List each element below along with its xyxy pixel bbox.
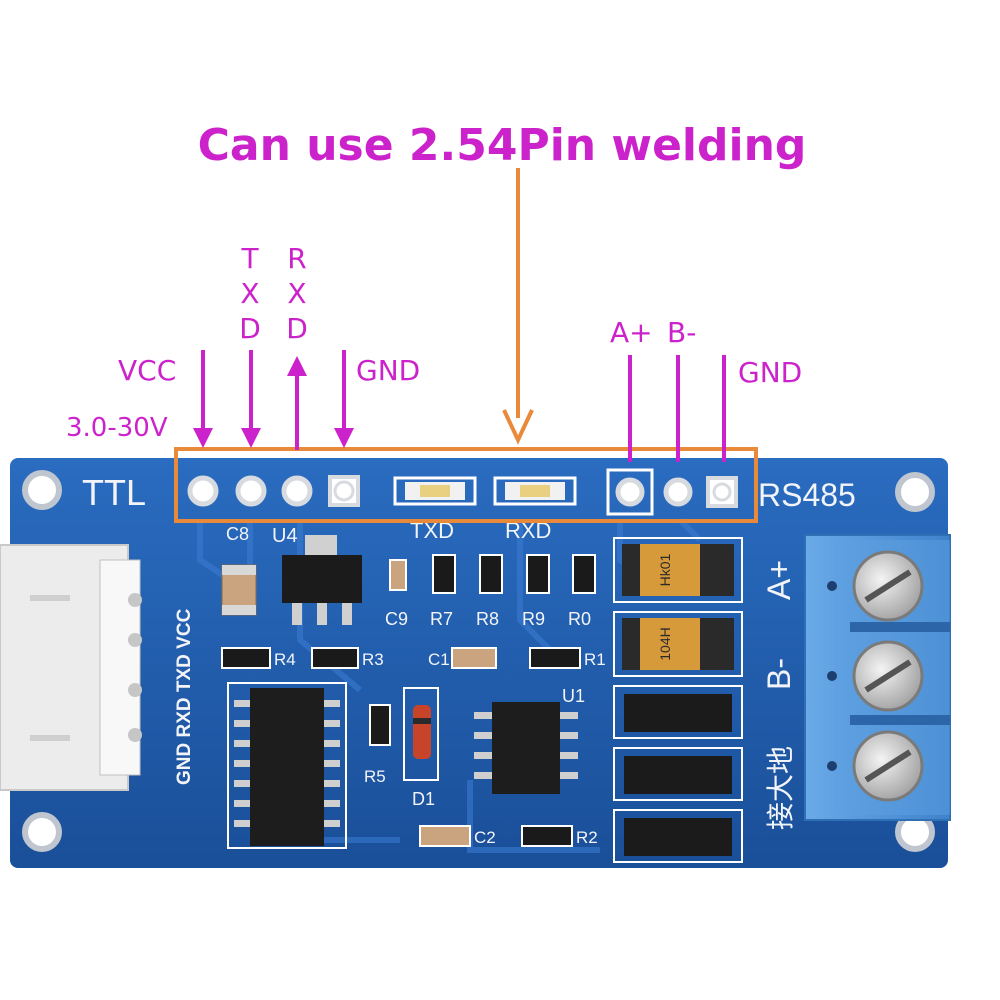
smd-row bbox=[389, 554, 596, 594]
silk-u4: U4 bbox=[272, 525, 298, 547]
silk-header-side: GND RXD TXD VCC bbox=[174, 608, 195, 785]
label-txd-t: T bbox=[240, 242, 259, 275]
label-txd-d: D bbox=[239, 312, 261, 345]
led-rxd bbox=[493, 476, 577, 506]
mount-hole bbox=[895, 472, 935, 512]
silk-r5: R5 bbox=[364, 767, 386, 786]
arrows-left bbox=[193, 350, 354, 450]
led-txd bbox=[393, 476, 477, 506]
pin-header-ttl bbox=[187, 475, 360, 507]
resistor-r5 bbox=[369, 704, 391, 746]
silk-c2: C2 bbox=[474, 828, 496, 847]
arrows-right bbox=[628, 355, 726, 462]
diode-d1 bbox=[403, 687, 439, 781]
resistor-r2 bbox=[521, 825, 573, 847]
label-rxd-d: D bbox=[286, 312, 308, 345]
screw-terminal bbox=[804, 534, 951, 821]
silk-c1: C1 bbox=[428, 650, 450, 669]
capacitor-c1 bbox=[451, 647, 497, 669]
silk-ttl: TTL bbox=[82, 472, 146, 513]
label-gnd-left: GND bbox=[356, 354, 420, 387]
resistor-r3 bbox=[311, 647, 359, 669]
label-gnd-right: GND bbox=[738, 356, 802, 389]
silk-r3: R3 bbox=[362, 650, 384, 669]
silk-r4: R4 bbox=[274, 650, 296, 669]
label-vcc: VCC bbox=[118, 354, 176, 387]
caption-title: Can use 2.54Pin welding bbox=[198, 120, 807, 171]
ic-isolator bbox=[227, 682, 347, 849]
silk-d1: D1 bbox=[412, 789, 435, 809]
fuse-2: 104H bbox=[613, 611, 743, 677]
silk-r0: R0 bbox=[568, 609, 591, 629]
label-rxd-x: X bbox=[287, 277, 306, 310]
highlight-box bbox=[174, 447, 758, 523]
capacitor-c2 bbox=[419, 825, 471, 847]
label-b-minus: B- bbox=[667, 316, 696, 349]
tvs-diodes bbox=[613, 685, 743, 863]
mount-hole bbox=[22, 812, 62, 852]
resistor-r4 bbox=[221, 647, 271, 669]
silk-ground-cn: 接大地 bbox=[765, 746, 796, 830]
mount-hole bbox=[22, 470, 62, 510]
silk-b-minus: B- bbox=[761, 658, 797, 690]
silk-rs485: RS485 bbox=[758, 477, 856, 513]
silk-fuse-top: Hk01 bbox=[657, 553, 673, 586]
highlight-arrowhead bbox=[502, 409, 534, 445]
ic-u1 bbox=[474, 702, 578, 794]
silk-r8: R8 bbox=[476, 609, 499, 629]
silk-c8: C8 bbox=[226, 524, 249, 544]
silk-fuse-bottom: 104H bbox=[657, 627, 673, 660]
pin-header-rs485 bbox=[606, 468, 738, 516]
silk-r9: R9 bbox=[522, 609, 545, 629]
label-a-plus: A+ bbox=[610, 316, 653, 349]
silk-c9: C9 bbox=[385, 609, 408, 629]
label-voltage: 3.0-30V bbox=[66, 413, 168, 443]
silk-u1: U1 bbox=[562, 686, 585, 706]
silk-a-plus: A+ bbox=[761, 560, 797, 600]
label-rxd-r: R bbox=[287, 242, 306, 275]
silk-r1: R1 bbox=[584, 650, 606, 669]
resistor-r1 bbox=[529, 647, 581, 669]
jst-connector bbox=[0, 544, 142, 791]
fuse-1: Hk01 bbox=[613, 537, 743, 603]
label-txd-x: X bbox=[240, 277, 259, 310]
silk-r2: R2 bbox=[576, 828, 598, 847]
regulator-u4 bbox=[282, 535, 362, 625]
silk-r7: R7 bbox=[430, 609, 453, 629]
